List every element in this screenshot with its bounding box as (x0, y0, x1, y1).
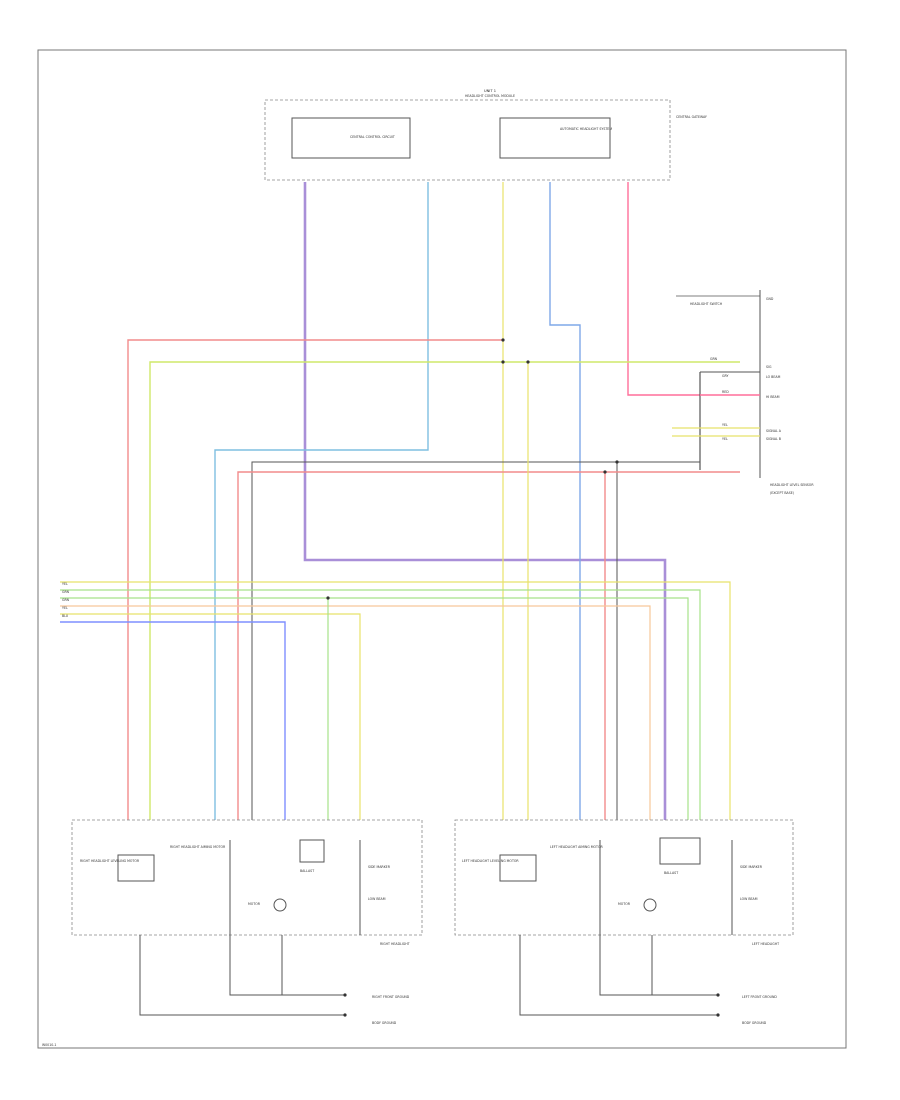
right-connector: HEADLIGHT SWITCH GND SIG LO BEAM HI BEAM… (672, 290, 814, 495)
bus-label-1: YEL (62, 582, 68, 586)
connector-pin-2: SIG (766, 365, 772, 369)
top-module-box (264, 99, 671, 181)
footer-code: W0010-1 (42, 1043, 56, 1047)
left-motor-label: MOTOR (618, 902, 631, 906)
wire-green-top (149, 361, 740, 820)
top-module-inner-right (499, 117, 611, 159)
connector-wire-label-2: GRY (722, 374, 728, 378)
right-aiming-motor-label: RIGHT HEADLIGHT AIMING MOTOR (170, 845, 226, 849)
junction-nodes (326, 338, 619, 600)
wire-purple-vertical (303, 182, 667, 820)
left-ballast-symbol (659, 837, 701, 865)
wire-red-middle (237, 471, 740, 820)
right-leveling-motor-label: RIGHT HEADLIGHT LEVELING MOTOR (80, 859, 140, 863)
top-module-inner-left (291, 117, 411, 159)
bus-label-3: GRN (62, 598, 70, 602)
right-ballast-symbol (299, 839, 325, 863)
top-module-right-label: AUTOMATIC HEADLIGHT SYSTEM (560, 127, 612, 131)
right-connector-title: HEADLIGHT SWITCH (690, 302, 723, 306)
left-ballast-label: BALLAST (664, 871, 678, 875)
top-module-title: UNIT 1 (484, 89, 496, 93)
left-aiming-motor-label: LEFT HEADLIGHT AIMING MOTOR (550, 845, 604, 849)
wire-blue-vertical (549, 182, 581, 820)
left-headlight-name: LEFT HEADLIGHT (752, 942, 779, 946)
wire-orange-top (127, 339, 503, 820)
connector-wire-label-5: YEL (722, 437, 728, 441)
left-front-ground-label: LEFT FRONT GROUND (742, 995, 777, 999)
bus-label-4: YEL (62, 606, 68, 610)
right-side-marker-label: SIDE MARKER (368, 865, 391, 869)
right-headlight-name: RIGHT HEADLIGHT (380, 942, 410, 946)
left-leveling-motor-label: LEFT HEADLIGHT LEVELING MOTOR (462, 859, 519, 863)
connector-wire-label-4: YEL (722, 423, 728, 427)
wire-teal-vertical (214, 182, 429, 820)
diagram-frame (37, 49, 847, 1049)
left-side-marker-label: SIDE MARKER (740, 865, 763, 869)
connector-pin-3: LO BEAM (766, 375, 781, 379)
right-motor-symbol (273, 898, 287, 912)
right-ballast-label: BALLAST (300, 869, 314, 873)
left-headlight-box (454, 819, 794, 936)
wire-gray-middle (251, 461, 700, 820)
bus-label-5: BLU (62, 614, 69, 618)
left-low-beam-label: LOW BEAM (740, 897, 758, 901)
top-module-side-label: CENTRAL GATEWAY (676, 115, 707, 119)
connector-wire-label-1: GRN (710, 357, 718, 361)
left-body-ground-label: BODY GROUND (742, 1021, 767, 1025)
right-low-beam-label: LOW BEAM (368, 897, 386, 901)
left-motor-symbol (643, 898, 657, 912)
connector-pin-6: SIGNAL B (766, 437, 781, 441)
right-headlight-box (71, 819, 423, 936)
right-front-ground-label: RIGHT FRONT GROUND (372, 995, 410, 999)
connector-wire-label-3: RED (722, 390, 729, 394)
top-module-subtitle: HEADLIGHT CONTROL MODULE (465, 94, 515, 98)
left-headlight-assembly: LEFT HEADLIGHT LEVELING MOTOR LEFT HEADL… (454, 819, 794, 1025)
right-motor-label: MOTOR (248, 902, 261, 906)
top-module-left-label: CENTRAL CONTROL CIRCUIT (350, 135, 395, 139)
top-module: UNIT 1 HEADLIGHT CONTROL MODULE CENTRAL … (264, 89, 707, 181)
right-leveling-motor-symbol (117, 854, 155, 882)
connector-pin-5: SIGNAL A (766, 429, 782, 433)
right-headlight-assembly: RIGHT HEADLIGHT LEVELING MOTOR RIGHT HEA… (71, 819, 423, 1025)
connector-pin-4: HI BEAM (766, 395, 780, 399)
connector-pin-1: GND (766, 297, 774, 301)
wire-pink-vertical (627, 182, 700, 396)
bus-lines: YEL GRN GRN YEL BLU (60, 581, 731, 820)
connector-bottom-label: (EXCEPT BASE) (770, 491, 794, 495)
connector-side-label: HEADLIGHT LEVEL SENSOR (770, 483, 814, 487)
bus-label-2: GRN (62, 590, 70, 594)
left-leveling-motor-symbol (499, 854, 537, 882)
right-body-ground-label: BODY GROUND (372, 1021, 397, 1025)
